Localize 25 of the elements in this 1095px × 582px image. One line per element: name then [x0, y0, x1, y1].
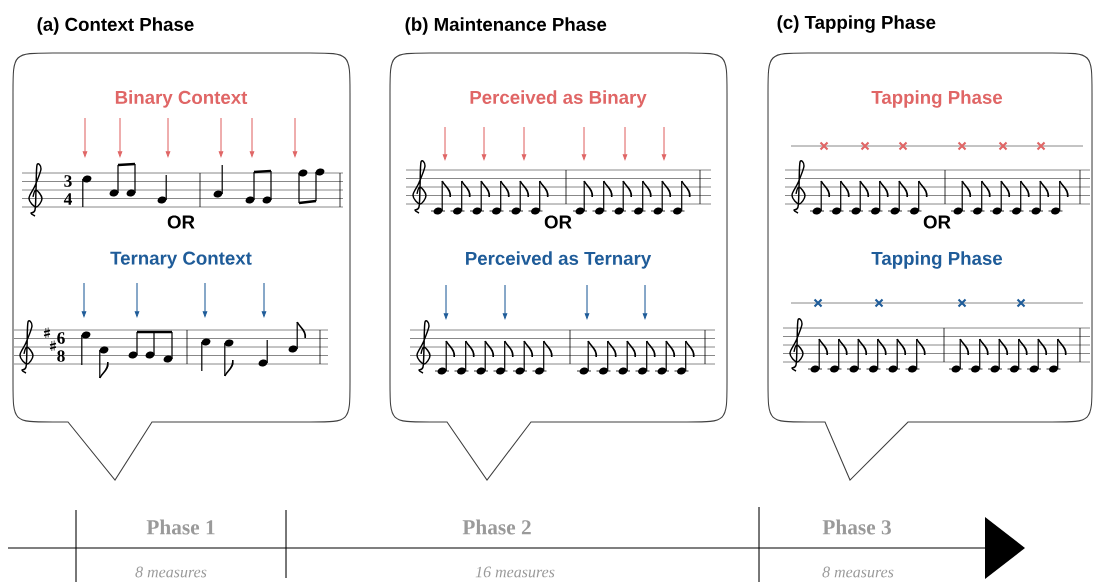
panel-heading: (c) Tapping Phase — [777, 15, 936, 33]
phase-title: Perceived as Binary — [470, 90, 647, 108]
phase-label: Phase 1 — [146, 519, 215, 535]
phase-title: Perceived as Ternary — [466, 251, 652, 269]
panel-heading: (b) Maintenance Phase — [405, 17, 607, 35]
speech-bubble — [12, 52, 351, 481]
time-signature: 3 — [64, 175, 72, 187]
duration-label: 8 measures — [822, 566, 894, 578]
duration-label: 16 measures — [475, 566, 555, 578]
phase-title: Tapping Phase — [871, 90, 1003, 108]
or-text: OR — [923, 215, 951, 229]
speech-bubble — [767, 52, 1093, 481]
time-signature: 6 — [57, 332, 65, 344]
panel-heading: (a) Context Phase — [37, 17, 194, 35]
speech-bubble — [389, 52, 728, 481]
phase-title: Binary Context — [115, 90, 248, 108]
duration-label: 8 measures — [135, 566, 207, 578]
phase-title: Tapping Phase — [871, 251, 1003, 269]
phase-label: Phase 2 — [462, 519, 531, 535]
phase-label: Phase 3 — [822, 519, 891, 535]
time-signature: 4 — [63, 193, 72, 205]
time-signature: 8 — [57, 350, 65, 362]
or-text: OR — [167, 215, 195, 229]
or-text: OR — [544, 215, 572, 229]
phase-title: Ternary Context — [110, 251, 252, 269]
